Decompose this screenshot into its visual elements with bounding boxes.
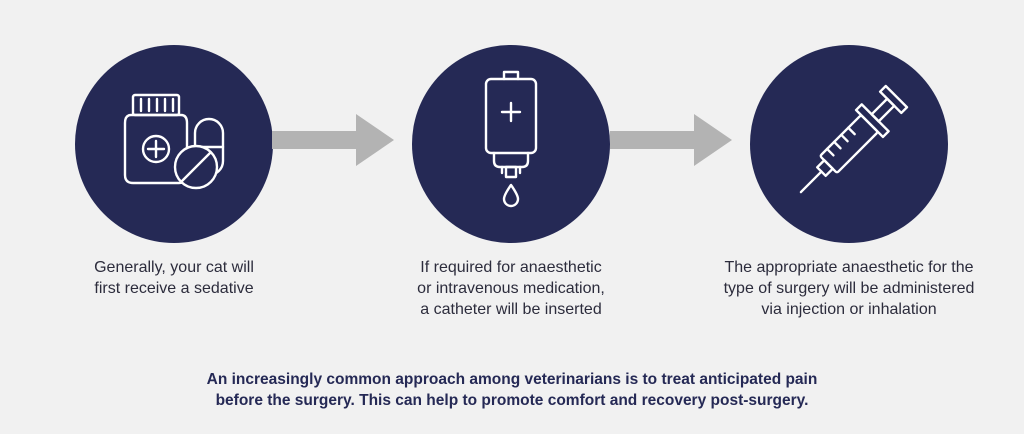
footer-line: An increasingly common approach among ve… xyxy=(206,371,818,388)
caption-line: first receive a sedative xyxy=(94,280,254,297)
footer-note: An increasingly common approach among ve… xyxy=(0,369,1024,411)
arrow-right-icon xyxy=(610,114,732,166)
arrow-right-icon xyxy=(272,114,394,166)
caption-line: a catheter will be inserted xyxy=(420,301,602,318)
caption-line: via injection or inhalation xyxy=(761,301,937,318)
step-3-circle xyxy=(750,45,948,243)
syringe-icon xyxy=(799,84,909,194)
medicine-icon xyxy=(123,93,225,190)
step-2-caption: If required for anaesthetic or intraveno… xyxy=(361,257,661,320)
iv-bag-icon xyxy=(484,70,538,208)
caption-line: type of surgery will be administered xyxy=(723,280,975,297)
footer-line: before the surgery. This can help to pro… xyxy=(215,392,809,409)
step-3-caption: The appropriate anaesthetic for the type… xyxy=(699,257,999,320)
step-1-circle xyxy=(75,45,273,243)
caption-line: Generally, your cat will xyxy=(94,259,254,276)
caption-line: or intravenous medication, xyxy=(417,280,605,297)
caption-line: The appropriate anaesthetic for the xyxy=(724,259,974,276)
step-2-circle xyxy=(412,45,610,243)
caption-line: If required for anaesthetic xyxy=(420,259,602,276)
step-1-caption: Generally, your cat will first receive a… xyxy=(24,257,324,299)
